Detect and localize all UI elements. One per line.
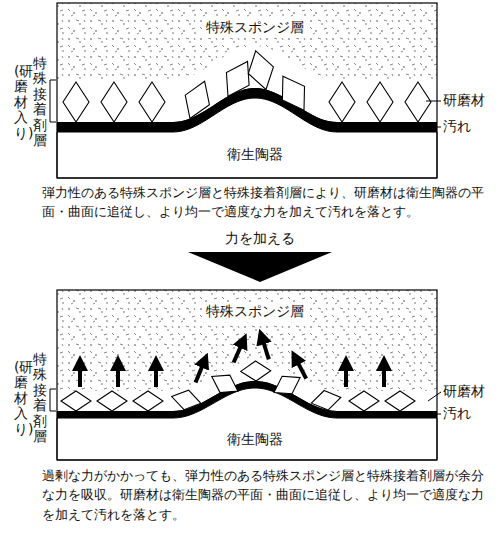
sanitary-ware: [57, 388, 437, 460]
force-arrow: [382, 363, 386, 387]
part-label: 汚れ: [443, 118, 471, 135]
abrasive: [133, 391, 163, 411]
abrasive: [405, 82, 431, 122]
force-arrow: [234, 341, 244, 363]
sponge-region: 特殊スポンジ層: [198, 16, 312, 40]
force-arrow: [78, 363, 82, 387]
abrasive: [272, 69, 315, 117]
abrasive: [97, 391, 127, 411]
abrasive: [367, 82, 393, 122]
action-label: 力を加える: [225, 230, 295, 247]
force-arrow: [262, 337, 269, 360]
leader-line: [437, 414, 441, 415]
abrasive: [101, 82, 127, 122]
abrasive: [349, 391, 379, 411]
force-arrow: [188, 252, 332, 282]
bracket: [50, 80, 56, 122]
force-arrow: [154, 363, 158, 387]
part-label: 研磨材: [443, 383, 485, 400]
force-arrow: [116, 363, 120, 387]
part-label: 汚れ: [443, 405, 471, 422]
abrasive: [243, 47, 278, 92]
caption-text: 過剰な力がかかっても、弾力性のある特殊スポンジ層と特殊接着剤層が余分な力を吸収。…: [42, 466, 494, 524]
leader-line: [437, 127, 441, 128]
frame: [57, 3, 437, 178]
abrasive: [385, 391, 415, 411]
sponge-layer: [57, 290, 437, 460]
ware-region: 衛生陶器: [219, 143, 291, 167]
abrasive: [178, 77, 217, 124]
adhesive-layer: [57, 46, 437, 178]
region-label: 特殊スポンジ層: [202, 302, 308, 322]
abrasive: [207, 368, 243, 400]
ware-region: 衛生陶器: [219, 428, 291, 452]
adhesive-layer: [57, 361, 437, 460]
force-arrow: [344, 363, 348, 387]
part-label: (研磨材入り): [14, 360, 28, 437]
frame: [57, 290, 437, 460]
abrasive: [241, 361, 271, 382]
abrasive: [169, 387, 203, 413]
leader-line: [428, 392, 441, 401]
sponge-region: 特殊スポンジ層: [198, 300, 312, 324]
part-label: (研磨材入り): [14, 64, 28, 141]
abrasive: [269, 369, 305, 401]
abrasive: [63, 82, 89, 122]
region-label: 特殊スポンジ層: [202, 18, 308, 38]
region-label: 衛生陶器: [223, 145, 287, 165]
caption-text: 弾力性のある特殊スポンジ層と特殊接着剤層により、研磨材は衛生陶器の平面・曲面に追…: [42, 183, 494, 222]
force-arrow: [295, 357, 306, 378]
abrasive: [61, 391, 91, 411]
force-arrow: [196, 360, 205, 382]
sponge-layer: [57, 3, 437, 178]
abrasive: [139, 82, 165, 122]
part-label: 研磨材: [443, 92, 485, 109]
part-label: 特殊接着剤層: [33, 56, 47, 148]
bracket: [50, 389, 56, 411]
abrasive: [329, 82, 355, 122]
region-label: 衛生陶器: [223, 430, 287, 450]
abrasive: [309, 388, 342, 413]
part-label: 特殊接着剤層: [33, 352, 47, 444]
leader-line: [426, 101, 441, 102]
